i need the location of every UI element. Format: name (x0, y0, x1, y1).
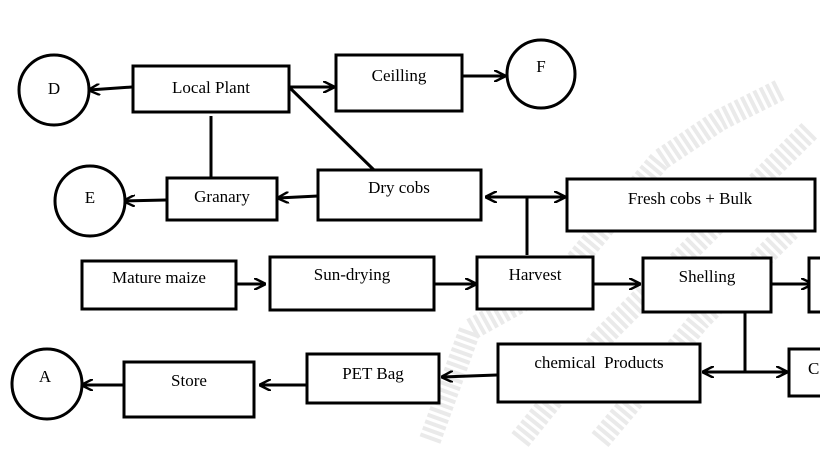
node-sun-drying: Sun-drying (268, 255, 436, 312)
node-dry-cobs-label: Dry cobs (368, 178, 430, 197)
node-store-label: Store (171, 371, 207, 390)
node-partial-right-upper (807, 256, 820, 314)
edge-dry-cobs-to-granary (278, 196, 319, 198)
node-local-plant: Local Plant (131, 64, 291, 114)
node-mature-maize-label: Mature maize (112, 268, 206, 287)
node-local-plant-label: Local Plant (172, 78, 250, 97)
edge-local-plant-to-dry-cobs (287, 85, 376, 172)
node-chemical-products-label: chemical Products (534, 353, 663, 372)
node-f-label: F (536, 57, 545, 76)
node-fresh-cobs-bulk-label: Fresh cobs + Bulk (628, 189, 753, 208)
node-granary-label: Granary (194, 187, 250, 206)
node-a: A (10, 347, 84, 421)
node-d: D (17, 53, 91, 127)
node-mature-maize: Mature maize (80, 259, 238, 311)
node-fresh-cobs-bulk: Fresh cobs + Bulk (565, 177, 817, 233)
node-ceilling: Ceilling (334, 53, 464, 113)
node-shelling: Shelling (641, 256, 773, 314)
node-shelling-label: Shelling (679, 267, 736, 286)
node-harvest-label: Harvest (509, 265, 562, 284)
node-chemical-products: chemical Products (496, 342, 702, 404)
node-d-label: D (48, 79, 60, 98)
node-store: Store (122, 360, 256, 419)
node-a-label: A (39, 367, 52, 386)
node-e: E (53, 164, 127, 238)
edge-chemical-to-pet-bag (442, 375, 498, 377)
node-pet-bag-label: PET Bag (342, 364, 404, 383)
edge-local-plant-to-d (89, 87, 133, 90)
node-f: F (505, 38, 577, 110)
node-ceilling-label: Ceilling (372, 66, 427, 85)
node-partial-right: C (787, 347, 820, 398)
node-sun-drying-label: Sun-drying (314, 265, 391, 284)
node-granary: Granary (165, 176, 279, 222)
node-dry-cobs: Dry cobs (316, 168, 483, 222)
node-e-label: E (85, 188, 95, 207)
edge-granary-to-e (124, 200, 167, 201)
node-partial-right-label: C (808, 359, 819, 378)
node-pet-bag: PET Bag (305, 352, 441, 405)
node-harvest: Harvest (475, 255, 595, 311)
